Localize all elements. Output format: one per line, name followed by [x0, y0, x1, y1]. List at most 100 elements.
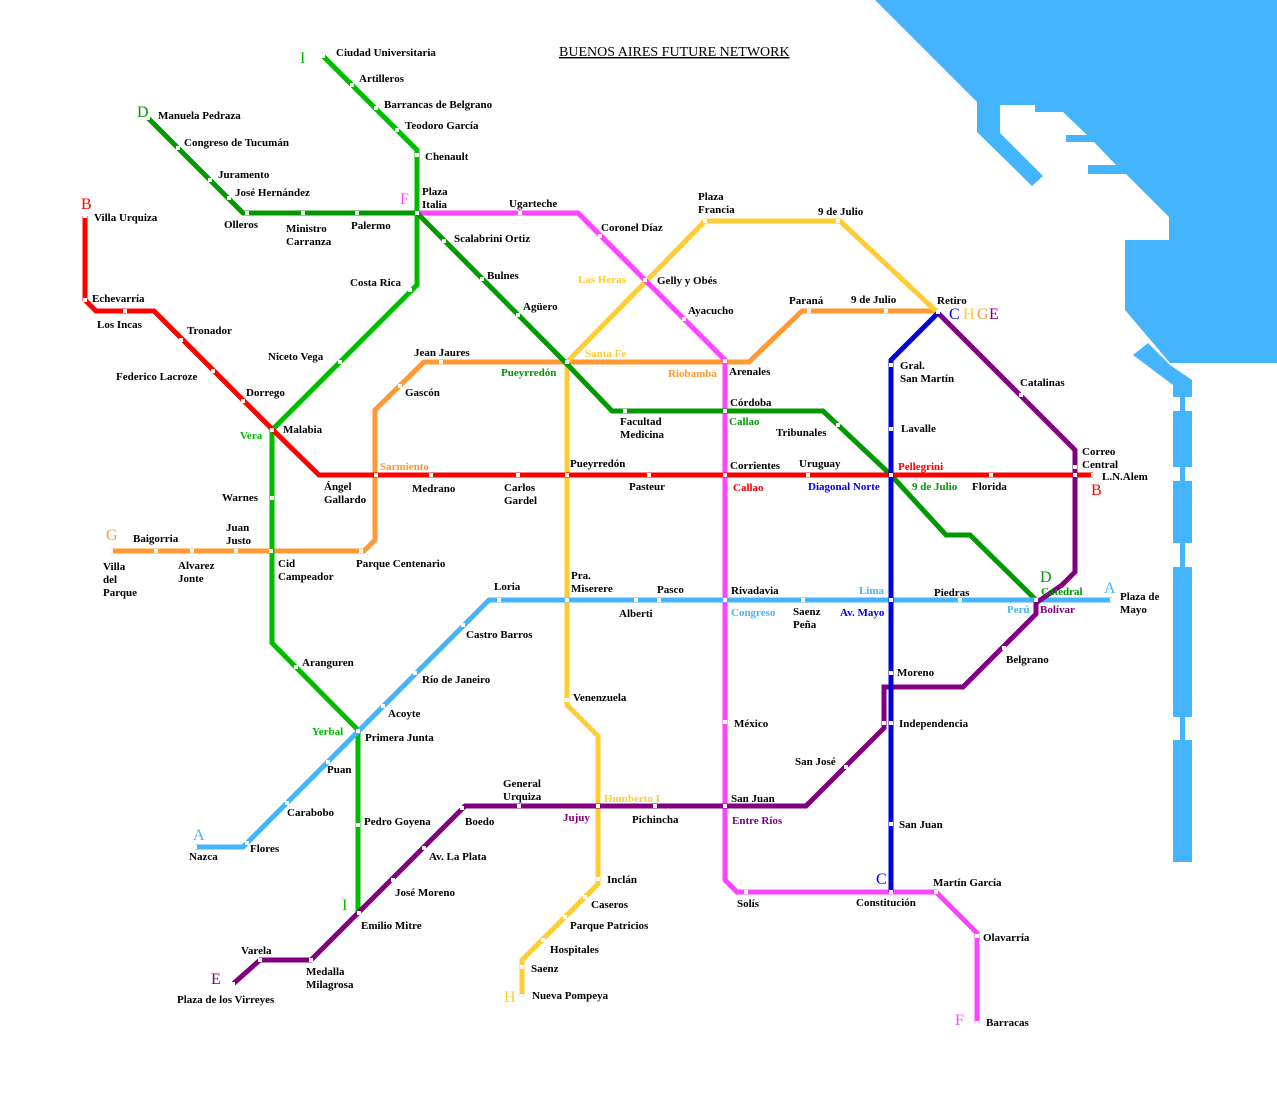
- station-marker[interactable]: [234, 549, 238, 553]
- station-label[interactable]: Independencia: [899, 718, 969, 730]
- station-marker[interactable]: [208, 178, 212, 182]
- station-marker[interactable]: [723, 409, 727, 413]
- station-marker[interactable]: [723, 359, 727, 363]
- station-label[interactable]: Baigorria: [133, 533, 179, 545]
- station-label[interactable]: Rivadavia: [731, 585, 779, 597]
- station-label[interactable]: Barrancas de Belgrano: [384, 99, 493, 111]
- station-marker[interactable]: [934, 890, 938, 894]
- station-label[interactable]: Palermo: [351, 220, 391, 232]
- station-label[interactable]: Ayacucho: [688, 305, 734, 317]
- station-label[interactable]: Inclán: [607, 874, 637, 886]
- station-marker[interactable]: [565, 598, 569, 602]
- station-marker[interactable]: [241, 399, 245, 403]
- station-marker[interactable]: [563, 915, 567, 919]
- station-marker[interactable]: [258, 958, 262, 962]
- station-label[interactable]: Catedral: [1041, 586, 1083, 598]
- station-label[interactable]: Artilleros: [359, 73, 405, 85]
- station-label[interactable]: Hospitales: [550, 944, 600, 956]
- station-label[interactable]: Warnes: [222, 492, 259, 504]
- station-marker[interactable]: [836, 423, 840, 427]
- station-label[interactable]: Nazca: [189, 851, 218, 863]
- station-label[interactable]: Federico Lacroze: [116, 371, 197, 383]
- station-label[interactable]: Lavalle: [901, 423, 936, 435]
- station-label[interactable]: Los Incas: [97, 319, 143, 331]
- station-label[interactable]: Echevarría: [92, 293, 145, 305]
- station-marker[interactable]: [565, 473, 569, 477]
- station-marker[interactable]: [270, 496, 274, 500]
- station-marker[interactable]: [1091, 473, 1095, 477]
- station-marker[interactable]: [565, 698, 569, 702]
- station-marker[interactable]: [442, 239, 446, 243]
- station-marker[interactable]: [395, 128, 399, 132]
- station-label[interactable]: Villa Urquiza: [94, 212, 158, 224]
- station-marker[interactable]: [461, 623, 465, 627]
- station-marker[interactable]: [520, 994, 524, 998]
- station-label[interactable]: Carabobo: [287, 807, 335, 819]
- station-marker[interactable]: [413, 671, 417, 675]
- station-marker[interactable]: [889, 671, 893, 675]
- station-marker[interactable]: [123, 309, 127, 313]
- station-marker[interactable]: [231, 982, 235, 986]
- station-marker[interactable]: [1110, 598, 1114, 602]
- station-marker[interactable]: [844, 765, 848, 769]
- station-marker[interactable]: [518, 211, 522, 215]
- station-marker[interactable]: [176, 146, 180, 150]
- station-label[interactable]: Coronel Díaz: [601, 222, 663, 234]
- station-marker[interactable]: [583, 895, 587, 899]
- station-label[interactable]: Ciudad Universitaria: [336, 47, 436, 59]
- station-label[interactable]: Niceto Vega: [268, 351, 324, 363]
- station-label[interactable]: Pedro Goyena: [364, 816, 431, 828]
- station-label[interactable]: Olleros: [224, 219, 259, 231]
- station-label[interactable]: Flores: [250, 843, 280, 855]
- station-label[interactable]: Belgrano: [1006, 654, 1049, 666]
- station-label[interactable]: Congreso: [731, 607, 776, 619]
- station-marker[interactable]: [415, 211, 419, 215]
- station-label[interactable]: Dorrego: [246, 387, 285, 399]
- station-label[interactable]: Olavarría: [983, 932, 1030, 944]
- station-label[interactable]: Venenzuela: [573, 692, 627, 704]
- station-label[interactable]: Castro Barros: [466, 629, 533, 641]
- station-label[interactable]: San Juan: [899, 819, 943, 831]
- station-marker[interactable]: [83, 214, 87, 218]
- station-label[interactable]: Parque Patricios: [570, 920, 649, 932]
- station-label[interactable]: Tribunales: [776, 427, 827, 439]
- station-marker[interactable]: [359, 549, 363, 553]
- station-label[interactable]: Martín García: [933, 877, 1002, 889]
- station-marker[interactable]: [634, 598, 638, 602]
- station-label[interactable]: Loria: [494, 581, 521, 593]
- station-marker[interactable]: [211, 369, 215, 373]
- station-label[interactable]: Perú: [1007, 604, 1030, 616]
- station-marker[interactable]: [653, 804, 657, 808]
- station-label[interactable]: Juramento: [218, 169, 270, 181]
- station-label[interactable]: Acoyte: [388, 708, 420, 720]
- station-marker[interactable]: [517, 804, 521, 808]
- station-marker[interactable]: [744, 890, 748, 894]
- station-label[interactable]: Yerbal: [312, 726, 343, 738]
- station-marker[interactable]: [682, 317, 686, 321]
- station-label[interactable]: Diagonal Norte: [808, 481, 880, 493]
- station-marker[interactable]: [1019, 393, 1023, 397]
- station-label[interactable]: Uruguay: [799, 458, 841, 470]
- station-marker[interactable]: [807, 309, 811, 313]
- station-label[interactable]: L.N.Alem: [1102, 471, 1148, 483]
- station-marker[interactable]: [321, 54, 325, 58]
- station-label[interactable]: Florida: [972, 481, 1007, 493]
- station-marker[interactable]: [723, 598, 727, 602]
- station-label[interactable]: Bolívar: [1040, 604, 1075, 616]
- station-marker[interactable]: [245, 841, 249, 845]
- station-marker[interactable]: [836, 219, 840, 223]
- station-marker[interactable]: [801, 598, 805, 602]
- station-label[interactable]: México: [734, 718, 769, 730]
- station-marker[interactable]: [647, 473, 651, 477]
- station-marker[interactable]: [989, 473, 993, 477]
- station-label[interactable]: Pichincha: [632, 814, 679, 826]
